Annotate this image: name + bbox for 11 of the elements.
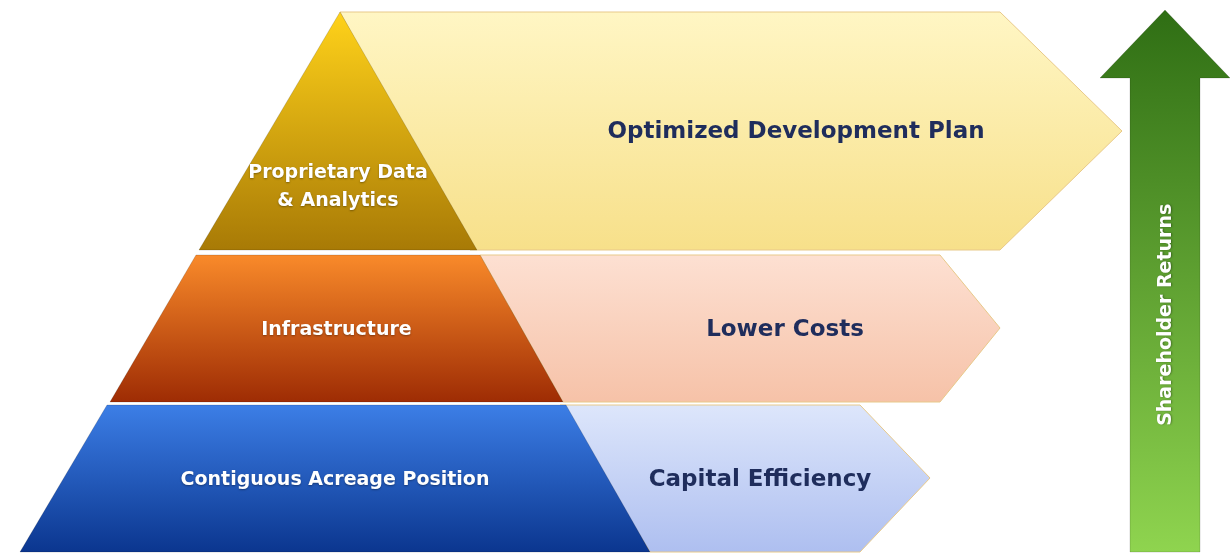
- tier-label: Infrastructure: [261, 315, 412, 341]
- band-label: Lower Costs: [706, 313, 864, 343]
- arrow-band: [480, 255, 1000, 402]
- band-label: Optimized Development Plan: [607, 116, 985, 146]
- tier-label: Proprietary Data & Analytics: [247, 159, 429, 212]
- pyramid-tier: [20, 405, 650, 552]
- growth-arrow: [1100, 10, 1230, 552]
- arrow-label: Shareholder Returns: [1152, 203, 1177, 427]
- tier-label: Contiguous Acreage Position: [180, 465, 490, 491]
- pyramid-tier: [110, 255, 563, 402]
- band-label: Capital Efficiency: [648, 463, 872, 493]
